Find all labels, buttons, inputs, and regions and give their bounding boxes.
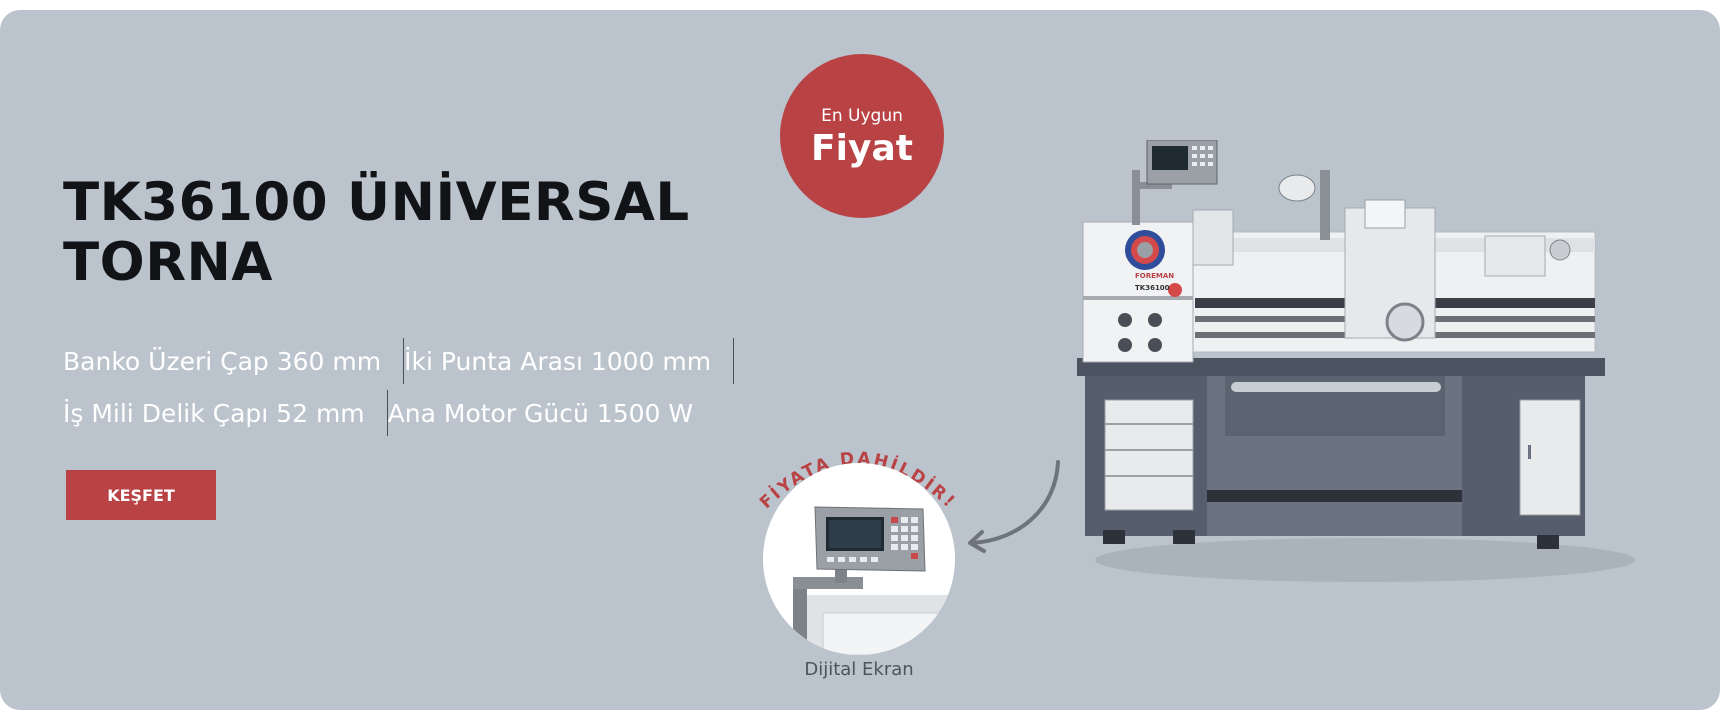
spec-divider <box>733 338 735 384</box>
lathe-machine-image: FOREMAN TK36100 <box>1077 140 1635 582</box>
machine-brand: FOREMAN <box>1135 272 1174 280</box>
spec-distance-between-centers: İki Punta Arası 1000 mm <box>404 346 712 376</box>
spec-swing-over-bed: Banko Üzeri Çap 360 mm <box>63 346 382 376</box>
curved-arrow-icon <box>968 460 1060 553</box>
spec-row: Banko Üzeri Çap 360 mm İki Punta Arası 1… <box>63 336 735 386</box>
spec-row: İş Mili Delik Çapı 52 mm Ana Motor Gücü … <box>63 388 734 438</box>
spec-motor-power: Ana Motor Gücü 1500 W <box>387 398 694 428</box>
badge-big-text: Fiyat <box>811 128 913 169</box>
digital-display-inset <box>763 463 955 655</box>
spec-divider <box>386 390 388 436</box>
product-title: TK36100 ÜNİVERSAL TORNA <box>63 173 690 293</box>
best-price-badge: En Uygun Fiyat <box>780 54 944 218</box>
discover-button[interactable]: KEŞFET <box>66 470 216 520</box>
badge-small-text: En Uygun <box>821 106 903 126</box>
spec-divider <box>403 338 405 384</box>
spec-spindle-bore: İş Mili Delik Çapı 52 mm <box>63 398 365 428</box>
digital-display-caption: Dijital Ekran <box>804 659 914 680</box>
hero-banner: TK36100 ÜNİVERSAL TORNA Banko Üzeri Çap … <box>0 10 1720 710</box>
title-line-2: TORNA <box>63 232 273 293</box>
machine-model: TK36100 <box>1135 284 1170 292</box>
spec-list: Banko Üzeri Çap 360 mm İki Punta Arası 1… <box>63 336 735 440</box>
title-line-1: TK36100 ÜNİVERSAL <box>63 172 690 233</box>
digital-readout-image <box>793 506 955 655</box>
